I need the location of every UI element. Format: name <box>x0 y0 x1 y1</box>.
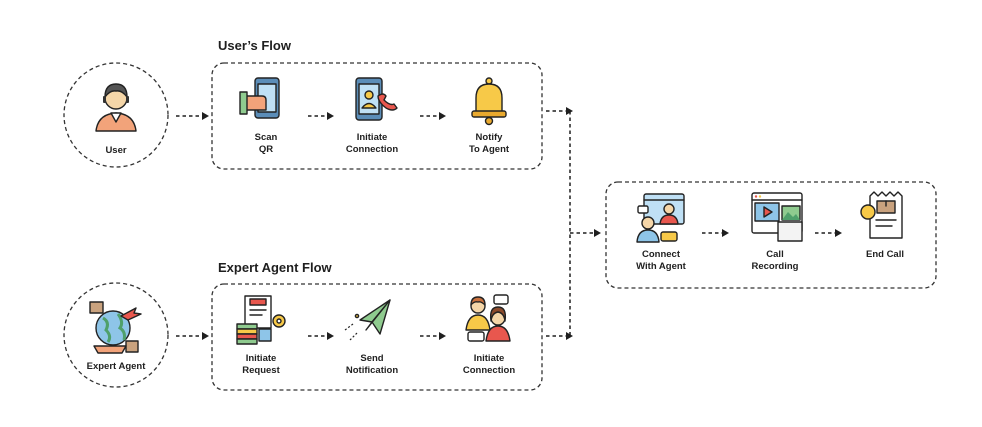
globe-shipping-icon <box>89 301 142 354</box>
agent-to-flow-arrow <box>176 332 209 340</box>
step-user-initiate-connection: Initiate Connection <box>346 77 398 155</box>
video-call-icon <box>636 193 685 243</box>
agent-actor: Expert Agent <box>63 282 169 388</box>
initiate-to-notify-arrow <box>420 112 446 120</box>
video-recording-icon <box>751 192 803 242</box>
merge-connector <box>546 107 601 340</box>
user-initiate-label-2: Connection <box>346 144 398 155</box>
recording-to-end-arrow <box>815 229 842 237</box>
step-end-call: End Call <box>860 191 904 260</box>
notify-label-2: To Agent <box>469 144 510 155</box>
step-send-notification: Send Notification <box>344 299 398 376</box>
send-notification-label-2: Notification <box>346 365 398 376</box>
agent-flow-box <box>211 283 543 391</box>
step-scan-qr: Scan QR <box>239 77 280 155</box>
user-label: User <box>105 145 126 156</box>
connect-to-recording-arrow <box>702 229 729 237</box>
end-call-label: End Call <box>866 249 904 260</box>
notify-label-1: Notify <box>476 132 504 143</box>
connect-agent-label-2: With Agent <box>636 261 687 272</box>
bell-icon <box>471 77 507 126</box>
user-circle <box>63 62 169 168</box>
agent-flow-title: Expert Agent Flow <box>218 260 333 275</box>
step-call-recording: Call Recording <box>751 192 803 272</box>
request-documents-icon <box>236 295 286 345</box>
two-people-chat-icon <box>465 294 511 342</box>
call-recording-label-2: Recording <box>752 261 799 272</box>
paper-plane-icon <box>344 299 391 341</box>
connect-agent-label-1: Connect <box>642 249 681 260</box>
call-recording-label-1: Call <box>766 249 783 260</box>
step-initiate-request: Initiate Request <box>236 295 286 376</box>
send-to-initiate-arrow <box>420 332 446 340</box>
users-flow-title: User’s Flow <box>218 38 292 53</box>
initiate-request-label-2: Request <box>242 365 280 376</box>
receipt-icon <box>860 191 903 239</box>
phone-scan-icon <box>239 77 280 119</box>
step-notify-agent: Notify To Agent <box>469 77 510 155</box>
scan-qr-label-1: Scan <box>255 132 278 143</box>
request-to-send-arrow <box>308 332 334 340</box>
agent-circle <box>63 282 169 388</box>
user-actor: User <box>63 62 169 168</box>
agent-initiate-label-1: Initiate <box>474 353 505 364</box>
step-agent-initiate-connection: Initiate Connection <box>463 294 515 376</box>
initiate-request-label-1: Initiate <box>246 353 277 364</box>
users-flow-box <box>211 62 543 170</box>
user-initiate-label-1: Initiate <box>357 132 388 143</box>
result-flow-box <box>605 181 937 289</box>
user-avatar-icon <box>95 83 137 132</box>
scan-qr-label-2: QR <box>259 144 273 155</box>
scan-to-initiate-arrow <box>308 112 334 120</box>
agent-initiate-label-2: Connection <box>463 365 515 376</box>
agent-label: Expert Agent <box>87 361 147 372</box>
user-to-flow-arrow <box>176 112 209 120</box>
send-notification-label-1: Send <box>360 353 383 364</box>
phone-call-icon <box>355 77 398 121</box>
step-connect-with-agent: Connect With Agent <box>636 193 687 272</box>
